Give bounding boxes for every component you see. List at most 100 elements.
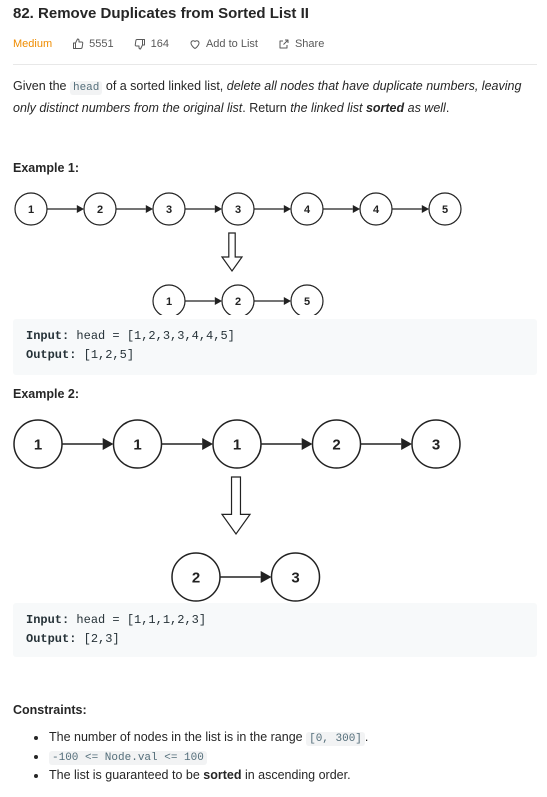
example-2-input-node-label: 3 [432, 436, 440, 453]
example-1-output-node [221, 284, 255, 315]
description-text: of a sorted linked list, [102, 79, 227, 93]
constraints-title: Constraints: [13, 703, 87, 717]
description-emphasis: delete all nodes that have duplicate num… [13, 79, 522, 115]
example-2-output-node [171, 552, 221, 602]
example-2-output-node-label: 2 [192, 569, 200, 586]
example-2-input-arrowhead [102, 438, 114, 450]
example-1-transform-arrow [220, 232, 244, 273]
add-to-list-button[interactable]: Add to List [189, 38, 258, 50]
add-to-list-label: Add to List [205, 38, 258, 50]
example-2-diagram: 1 1 1 2 3 2 3 [13, 419, 461, 602]
example-1-output-arrowhead [283, 297, 291, 305]
emphasis-text: the linked list [290, 101, 366, 115]
example-1-input-node-label: 3 [166, 204, 172, 216]
like-button[interactable]: 5551 [72, 38, 114, 50]
share-button[interactable]: Share [278, 38, 324, 50]
example-1-output: Output: [1,2,5] [26, 346, 134, 365]
example-2-title: Example 2: [13, 387, 80, 401]
example-2-input-arrowhead [202, 438, 213, 450]
example-2-transform-arrow [220, 476, 252, 536]
example-1-output-node [152, 284, 186, 315]
dislikes-count: 164 [150, 38, 169, 50]
example-2-output-arrowhead [260, 571, 272, 583]
example-1-input-arrowhead [283, 205, 291, 213]
example-1-output-node-label: 2 [235, 296, 241, 308]
emphasis-text: as well [404, 101, 446, 115]
example-2-output-node-label: 3 [291, 569, 299, 586]
share-label: Share [294, 38, 325, 50]
problem-meta-bar: Medium 5551 164 Add to List Share [13, 36, 344, 52]
example-1-input-node-label: 2 [97, 204, 103, 216]
description-strong: sorted [365, 101, 405, 115]
thumbs-up-icon [73, 38, 84, 49]
example-2-input-node [112, 419, 163, 469]
example-2-code: Input: head = [1,1,1,2,3] Output: [2,3] [13, 603, 537, 657]
output-value: [1,2,5] [76, 348, 135, 362]
example-1-input-node [221, 192, 255, 226]
example-1-output-node [290, 284, 324, 315]
example-2-input: Input: head = [1,1,1,2,3] [26, 611, 206, 630]
input-value: head = [1,1,1,2,3] [69, 613, 207, 627]
example-1-input-arrowhead [145, 205, 153, 213]
constraint-text: The list is guaranteed to be [49, 768, 204, 782]
example-1-input: Input: head = [1,2,3,3,4,4,5] [26, 327, 235, 346]
example-1-input-node [152, 192, 186, 226]
example-1-input-arrowhead [352, 205, 360, 213]
problem-description: Given the head of a sorted linked list, … [13, 76, 537, 118]
inline-code-head: head [69, 81, 103, 95]
constraint-code: [0, 300] [306, 732, 365, 746]
example-1-code: Input: head = [1,2,3,3,4,4,5] Output: [1… [13, 319, 537, 375]
input-label: Input: [26, 329, 70, 343]
example-1-input-node-label: 4 [304, 204, 311, 216]
output-label: Output: [26, 348, 77, 362]
example-1-input-node [83, 192, 117, 226]
input-value: head = [1,2,3,3,4,4,5] [69, 329, 235, 343]
example-2-input-node [411, 419, 461, 469]
example-1-input-node-label: 5 [442, 204, 448, 216]
problem-title: 82. Remove Duplicates from Sorted List I… [13, 5, 309, 22]
share-icon [279, 39, 289, 49]
description-text: . [445, 101, 450, 115]
example-1-title: Example 1: [13, 161, 80, 175]
example-1-output-node-label: 1 [166, 296, 172, 308]
example-1-input-node [290, 192, 324, 226]
constraint-item: The list is guaranteed to be sorted in a… [13, 766, 537, 785]
description-text: . Return [242, 101, 291, 115]
example-1-input-node [14, 192, 48, 226]
example-2-input-node-label: 1 [133, 436, 141, 453]
example-1-input-node [359, 192, 393, 226]
example-2-output-node [270, 552, 321, 602]
example-2-input-node [212, 419, 262, 469]
example-1-input-node-label: 3 [235, 204, 241, 216]
constraint-text: The number of nodes in the list is in th… [49, 730, 307, 744]
example-2-input-node-label: 1 [233, 436, 241, 453]
example-2-input-node-label: 1 [34, 436, 42, 453]
example-1-input-arrowhead [421, 205, 429, 213]
thumbs-down-icon [134, 39, 145, 50]
constraints-list: The number of nodes in the list is in th… [13, 728, 537, 785]
constraint-text: . [364, 730, 369, 744]
description-text: Given the [13, 79, 70, 93]
input-label: Input: [26, 613, 70, 627]
example-2-output: Output: [2,3] [26, 630, 120, 649]
example-2-input-arrowhead [401, 438, 412, 450]
example-2-input-node-label: 2 [332, 436, 340, 453]
header-divider [13, 64, 537, 65]
output-label: Output: [26, 632, 77, 646]
example-2-input-node [13, 419, 63, 469]
constraint-code: -100 <= Node.val <= 100 [49, 751, 207, 765]
example-1-input-node [428, 192, 462, 226]
difficulty-badge: Medium [13, 38, 53, 50]
example-1-input-arrowhead [214, 205, 222, 213]
description-emphasis: the linked list sorted as well [290, 101, 446, 115]
constraint-strong: sorted [203, 768, 242, 782]
example-1-output-node-label: 5 [304, 296, 310, 308]
example-2-input-node [311, 419, 362, 469]
example-2-input-arrowhead [301, 438, 313, 450]
example-1-input-arrowhead [76, 205, 84, 213]
example-1-output-arrowhead [214, 297, 222, 305]
example-1-input-node-label: 4 [373, 204, 380, 216]
dislike-button[interactable]: 164 [134, 38, 169, 50]
heart-icon [190, 40, 200, 49]
